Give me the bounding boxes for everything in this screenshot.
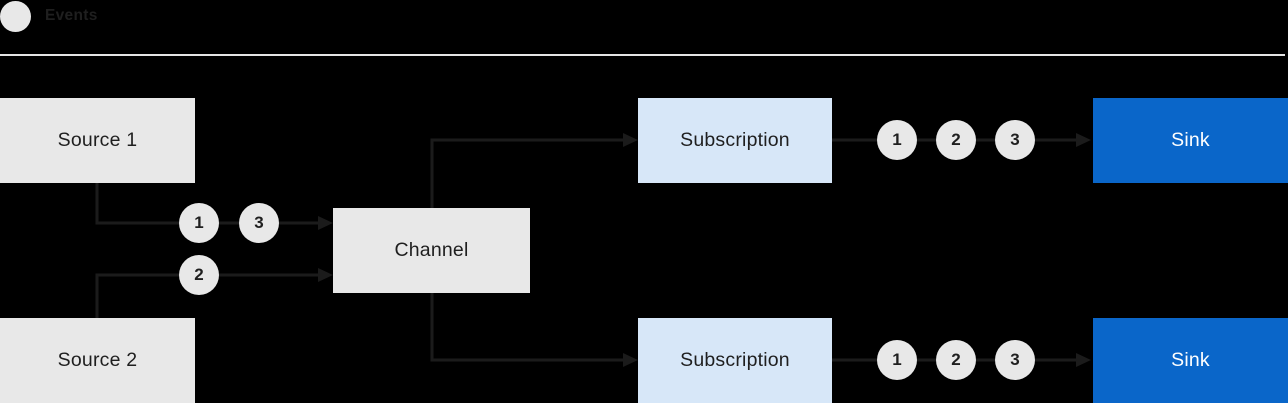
node-source-1: Source 1 — [0, 98, 195, 183]
event-badge: 3 — [995, 120, 1035, 160]
node-subscription-top: Subscription — [638, 98, 832, 183]
separator-line — [0, 54, 1285, 56]
event-badge: 3 — [239, 203, 279, 243]
node-channel: Channel — [333, 208, 530, 293]
arrowhead-channel-to-subscription-top — [623, 133, 638, 147]
event-badge: 2 — [179, 255, 219, 295]
arrowhead-subscription-top-to-sink — [1076, 133, 1091, 147]
arrowhead-channel-to-subscription-bottom — [623, 353, 638, 367]
node-sink-bottom-label: Sink — [1171, 349, 1210, 371]
arrowhead-source2-to-channel — [318, 268, 333, 282]
event-badge: 1 — [179, 203, 219, 243]
event-badge: 1 — [877, 340, 917, 380]
node-sink-top-label: Sink — [1171, 129, 1210, 151]
event-badge: 2 — [936, 120, 976, 160]
node-sink-bottom: Sink — [1093, 318, 1288, 403]
wire-channel-to-subscription-bottom — [430, 293, 623, 362]
arrowhead-subscription-bottom-to-sink — [1076, 353, 1091, 367]
node-source-2: Source 2 — [0, 318, 195, 403]
event-badge: 1 — [877, 120, 917, 160]
legend-label: Events — [45, 7, 98, 24]
wire-source2-to-channel — [95, 273, 318, 318]
node-sink-top: Sink — [1093, 98, 1288, 183]
event-badge: 2 — [936, 340, 976, 380]
event-badge: 3 — [995, 340, 1035, 380]
wire-channel-to-subscription-top — [430, 138, 623, 208]
node-source-1-label: Source 1 — [57, 129, 138, 151]
node-subscription-bottom: Subscription — [638, 318, 832, 403]
node-source-2-label: Source 2 — [57, 349, 138, 371]
event-legend-icon — [0, 1, 31, 32]
node-subscription-top-label: Subscription — [680, 129, 790, 151]
node-subscription-bottom-label: Subscription — [680, 349, 790, 371]
arrowhead-source1-to-channel — [318, 216, 333, 230]
node-channel-label: Channel — [394, 239, 469, 261]
